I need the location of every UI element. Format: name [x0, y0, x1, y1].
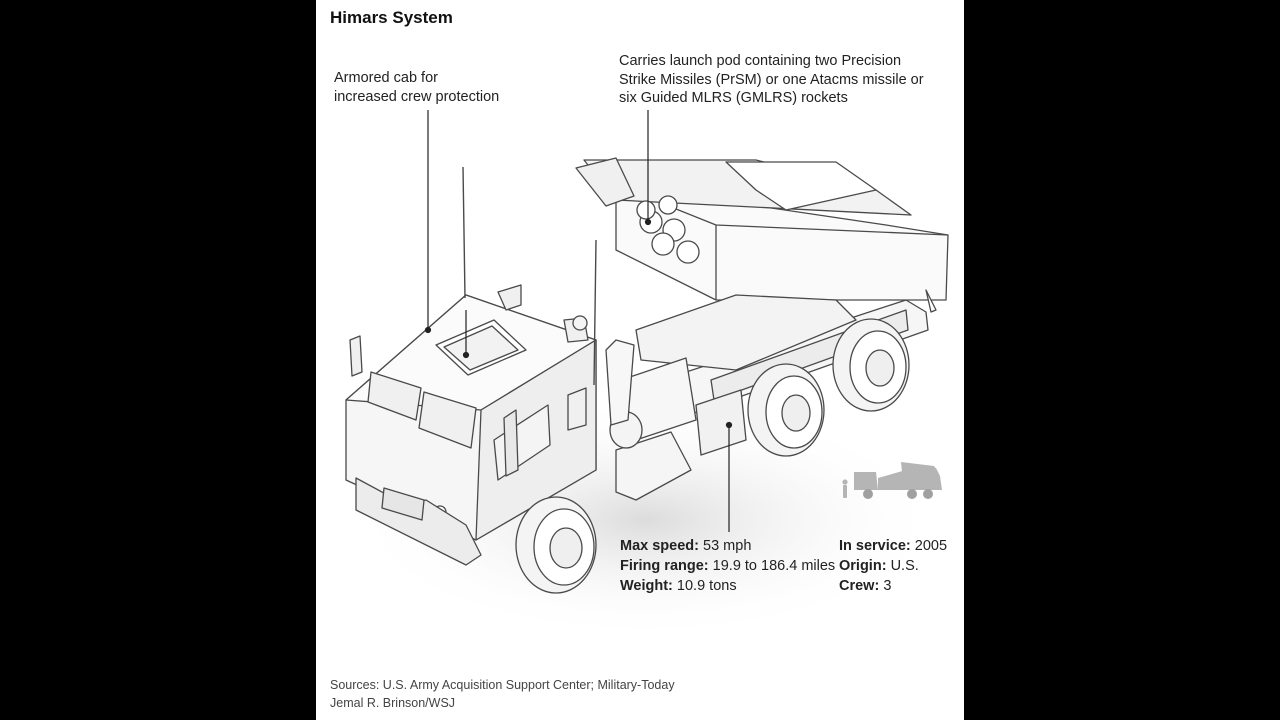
pod-leader-dot: [644, 218, 652, 226]
pod-callout-line-3: six Guided MLRS (GMLRS) rockets: [619, 90, 848, 106]
specs-right: In service: 2005 Origin: U.S. Crew: 3: [839, 536, 947, 596]
spec-label: Crew:: [839, 578, 880, 594]
cab-callout-line-1: Armored cab for: [334, 70, 438, 86]
spec-weight: Weight: 10.9 tons: [620, 576, 835, 596]
stats-leader-dot: [725, 421, 733, 429]
spec-crew: Crew: 3: [839, 576, 947, 596]
rear-wheel-2: [747, 363, 825, 457]
infographic-panel: Himars System: [316, 0, 964, 720]
spec-value: 10.9 tons: [676, 578, 737, 594]
spec-label: Firing range:: [620, 558, 709, 574]
rear-antenna: [593, 239, 597, 386]
credits: Sources: U.S. Army Acquisition Support C…: [330, 677, 675, 712]
exhaust-stack: [605, 339, 635, 426]
spec-label: In service:: [839, 538, 911, 554]
hatch-leader-dot: [462, 351, 470, 359]
cab-antenna: [462, 166, 466, 299]
pod-callout-line-2: Strike Missiles (PrSM) or one Atacms mis…: [619, 71, 924, 88]
cab-leader-dot: [424, 326, 432, 334]
spec-label: Origin:: [839, 558, 887, 574]
byline: Jemal R. Brinson/WSJ: [330, 695, 456, 710]
cab-callout: Armored cab for increased crew protectio…: [334, 69, 499, 106]
pod-callout-line-1: Carries launch pod containing two Precis…: [619, 53, 902, 69]
spec-label: Max speed:: [620, 538, 699, 554]
spec-value: 2005: [914, 538, 948, 554]
himars-truck-illustration: [345, 110, 949, 640]
battery-box: [615, 431, 692, 501]
graphic-title: Himars System: [330, 8, 453, 27]
cab-rear-bracket: [497, 284, 522, 311]
side-mirror: [349, 335, 363, 377]
armored-cab: [345, 294, 597, 566]
spec-value: 53 mph: [703, 538, 752, 554]
rear-wheel-1: [832, 318, 910, 412]
front-wheel: [515, 496, 597, 594]
spec-value: 19.9 to 186.4 miles: [712, 558, 836, 574]
spec-in-service: In service: 2005: [839, 536, 947, 556]
rear-deck: [635, 294, 857, 371]
specs-left: Max speed: 53 mph Firing range: 19.9 to …: [620, 536, 835, 596]
scale-person-and-truck-icon: [842, 462, 942, 499]
storage-box: [695, 389, 747, 456]
sources-line: Sources: U.S. Army Acquisition Support C…: [330, 678, 675, 692]
pod-callout: Carries launch pod containing two Precis…: [619, 52, 924, 108]
spec-label: Weight:: [620, 578, 673, 594]
spec-value: U.S.: [890, 558, 919, 574]
spec-max-speed: Max speed: 53 mph: [620, 536, 835, 556]
spec-firing-range: Firing range: 19.9 to 186.4 miles: [620, 556, 835, 576]
spec-origin: Origin: U.S.: [839, 556, 947, 576]
cab-callout-line-2: increased crew protection: [334, 88, 500, 105]
spec-value: 3: [883, 578, 892, 594]
launch-pod: [575, 157, 949, 313]
